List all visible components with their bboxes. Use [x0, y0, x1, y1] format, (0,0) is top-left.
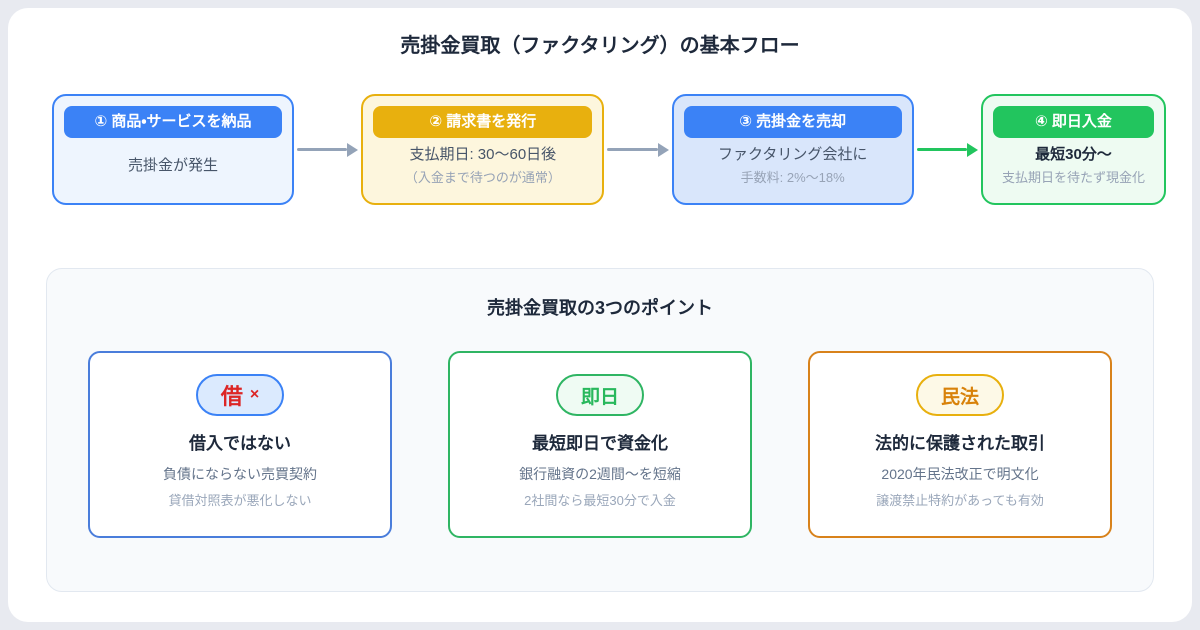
arrow-right-icon [604, 142, 671, 157]
flow-step-2: ② 請求書を発行 支払期日: 30〜60日後 （入金まで待つのが通常） [361, 94, 605, 205]
badge-text: 借 [220, 384, 243, 409]
arrow-head [657, 142, 669, 157]
point-badge: 即日 [555, 374, 644, 416]
flow-step-4-body: 最短30分〜 支払期日を待たず現金化 [1002, 138, 1145, 193]
badge-text: 即日 [580, 386, 619, 408]
flow-step-1-line1: 売掛金が発生 [127, 156, 218, 174]
badge-text: 民法 [940, 386, 979, 408]
flow-step-3-body: ファクタリング会社に 手数料: 2%〜18% [718, 138, 867, 193]
point-card-same-day: 即日 最短即日で資金化 銀行融資の2週間〜を短縮 2社間なら最短30分で入金 [448, 351, 752, 538]
point-subtext-2: 貸借対照表が悪化しない [168, 493, 312, 508]
point-title: 最短即日で資金化 [532, 434, 668, 453]
point-subtext-2: 2社間なら最短30分で入金 [524, 493, 676, 508]
flow-diagram: ① 商品・サービスを納品 売掛金が発生 ② 請求書を発行 支払期日: 30〜60… [52, 94, 1166, 205]
flow-step-4-line1: 最短30分〜 [1035, 145, 1112, 163]
point-subtext-1: 2020年民法改正で明文化 [881, 466, 1039, 482]
arrow-right-icon [914, 142, 981, 157]
flow-step-1-label: ① 商品・サービスを納品 [64, 106, 282, 138]
flow-step-1: ① 商品・サービスを納品 売掛金が発生 [52, 94, 294, 205]
point-card-not-a-loan: 借 × 借入ではない 負債にならない売買契約 貸借対照表が悪化しない [88, 351, 392, 538]
point-badge: 民法 [915, 374, 1004, 416]
flow-step-2-line2: （入金まで待つのが通常） [404, 169, 561, 185]
points-cards: 借 × 借入ではない 負債にならない売買契約 貸借対照表が悪化しない 即日 最短… [47, 351, 1153, 538]
point-badge: 借 × [195, 374, 285, 416]
arrow-shaft [607, 148, 658, 151]
point-subtext-1: 銀行融資の2週間〜を短縮 [519, 466, 681, 482]
point-subtext-2: 譲渡禁止特約があっても有効 [876, 493, 1044, 508]
flow-step-2-line1: 支払期日: 30〜60日後 [409, 145, 557, 163]
flow-step-3-label: ③ 売掛金を売却 [683, 106, 902, 138]
content-card: 売掛金買取（ファクタリング）の基本フロー ① 商品・サービスを納品 売掛金が発生… [8, 8, 1192, 622]
flow-step-2-body: 支払期日: 30〜60日後 （入金まで待つのが通常） [405, 138, 561, 193]
arrow-head [347, 142, 359, 157]
points-panel-title: 売掛金買取の3つのポイント [486, 298, 713, 318]
flow-step-3: ③ 売掛金を売却 ファクタリング会社に 手数料: 2%〜18% [671, 94, 914, 205]
flow-step-1-body: 売掛金が発生 [128, 138, 218, 193]
flow-step-4-line2: 支払期日を待たず現金化 [1001, 169, 1145, 185]
flow-step-3-line1: ファクタリング会社に [717, 145, 868, 163]
flow-step-3-line2: 手数料: 2%〜18% [740, 169, 845, 185]
arrow-shaft [297, 148, 348, 151]
point-title: 法的に保護された取引 [875, 434, 1045, 453]
points-panel: 売掛金買取の3つのポイント 借 × 借入ではない 負債にならない売買契約 貸借対… [46, 268, 1154, 592]
flow-step-4: ④ 即日入金 最短30分〜 支払期日を待たず現金化 [980, 94, 1166, 205]
x-icon: × [249, 386, 260, 403]
page-title: 売掛金買取（ファクタリング）の基本フロー [400, 35, 800, 57]
flow-step-4-label: ④ 即日入金 [992, 106, 1154, 138]
flow-step-2-label: ② 請求書を発行 [373, 106, 593, 138]
point-title: 借入ではない [189, 434, 291, 453]
point-card-legal: 民法 法的に保護された取引 2020年民法改正で明文化 譲渡禁止特約があっても有… [808, 351, 1112, 538]
arrow-head [966, 142, 978, 157]
point-subtext-1: 負債にならない売買契約 [163, 466, 317, 482]
arrow-right-icon [294, 142, 361, 157]
arrow-shaft [916, 148, 967, 151]
